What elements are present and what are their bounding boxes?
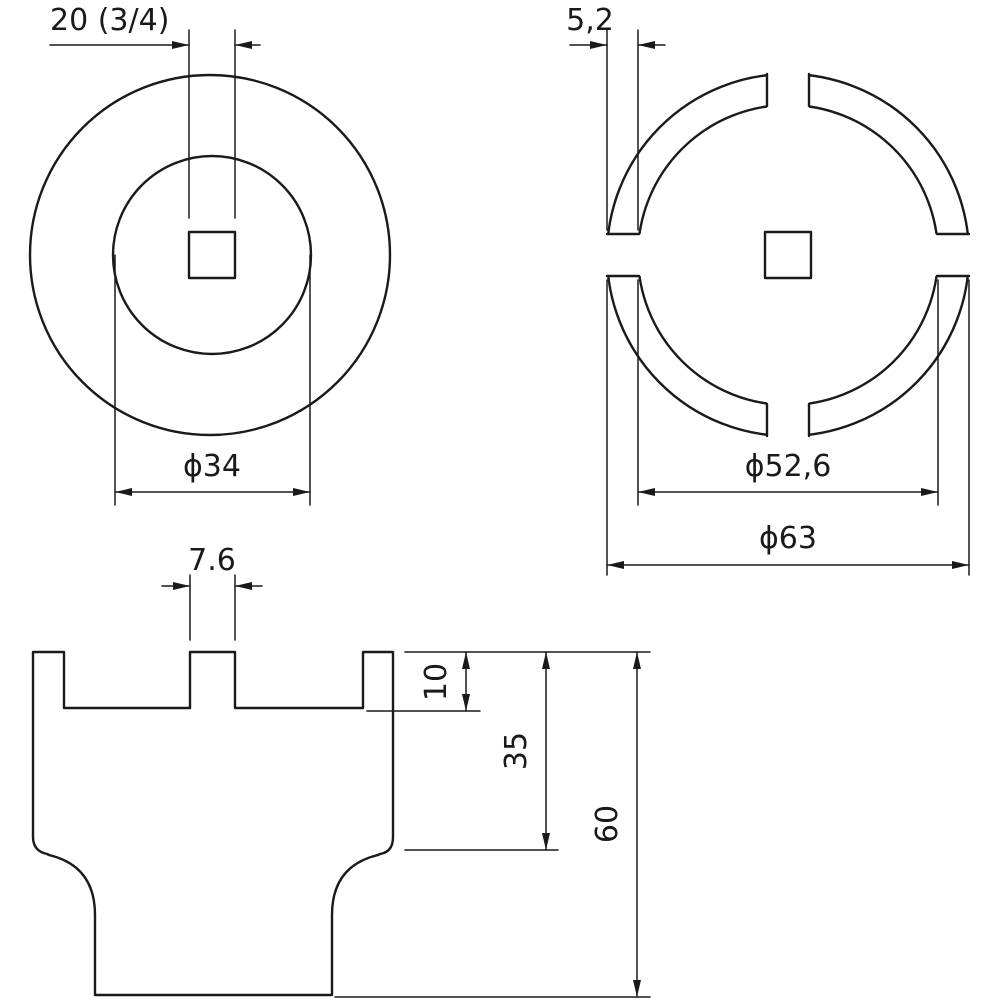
slot-right [935,232,973,278]
slot-left [603,232,641,278]
side-view: 7.6 10 35 60 [31,543,651,998]
dimension-body-depth: 35 [499,651,550,851]
top-right-view: 5,2 ϕ52,6 ϕ63 [566,3,973,576]
square-drive-hole-left [187,230,237,280]
dimension-tooth-width: 7.6 [161,543,263,641]
dimension-tooth-height: 10 [419,651,470,712]
square-drive-hole-right [763,230,813,280]
label-inner-diameter-right: ϕ52,6 [745,449,832,484]
inner-circle-left [111,154,313,356]
outer-circle-right [605,72,971,438]
label-key-size: 20 (3/4) [50,3,169,38]
inner-circle-right [636,103,940,407]
dimension-key-size: 20 (3/4) [49,3,261,219]
dimension-total-height: 60 [590,651,641,998]
side-profile [31,650,395,997]
slot-bottom [765,402,811,440]
label-outer-diameter-right: ϕ63 [759,521,817,556]
label-inner-diameter-left: ϕ34 [183,449,241,484]
top-left-view: 20 (3/4) ϕ34 [28,3,392,506]
label-slot-width: 5,2 [566,3,614,38]
dimension-outer-diameter-right: ϕ63 [606,279,970,576]
slot-top [765,70,811,108]
label-total-height: 60 [590,805,625,843]
label-tooth-width: 7.6 [188,543,236,578]
dimension-inner-diameter-left: ϕ34 [114,254,311,506]
dimension-slot-width: 5,2 [566,3,666,231]
label-body-depth: 35 [499,732,534,770]
label-tooth-height: 10 [419,663,454,701]
dimension-inner-diameter-right: ϕ52,6 [637,279,939,506]
outer-circle-left [28,73,392,437]
